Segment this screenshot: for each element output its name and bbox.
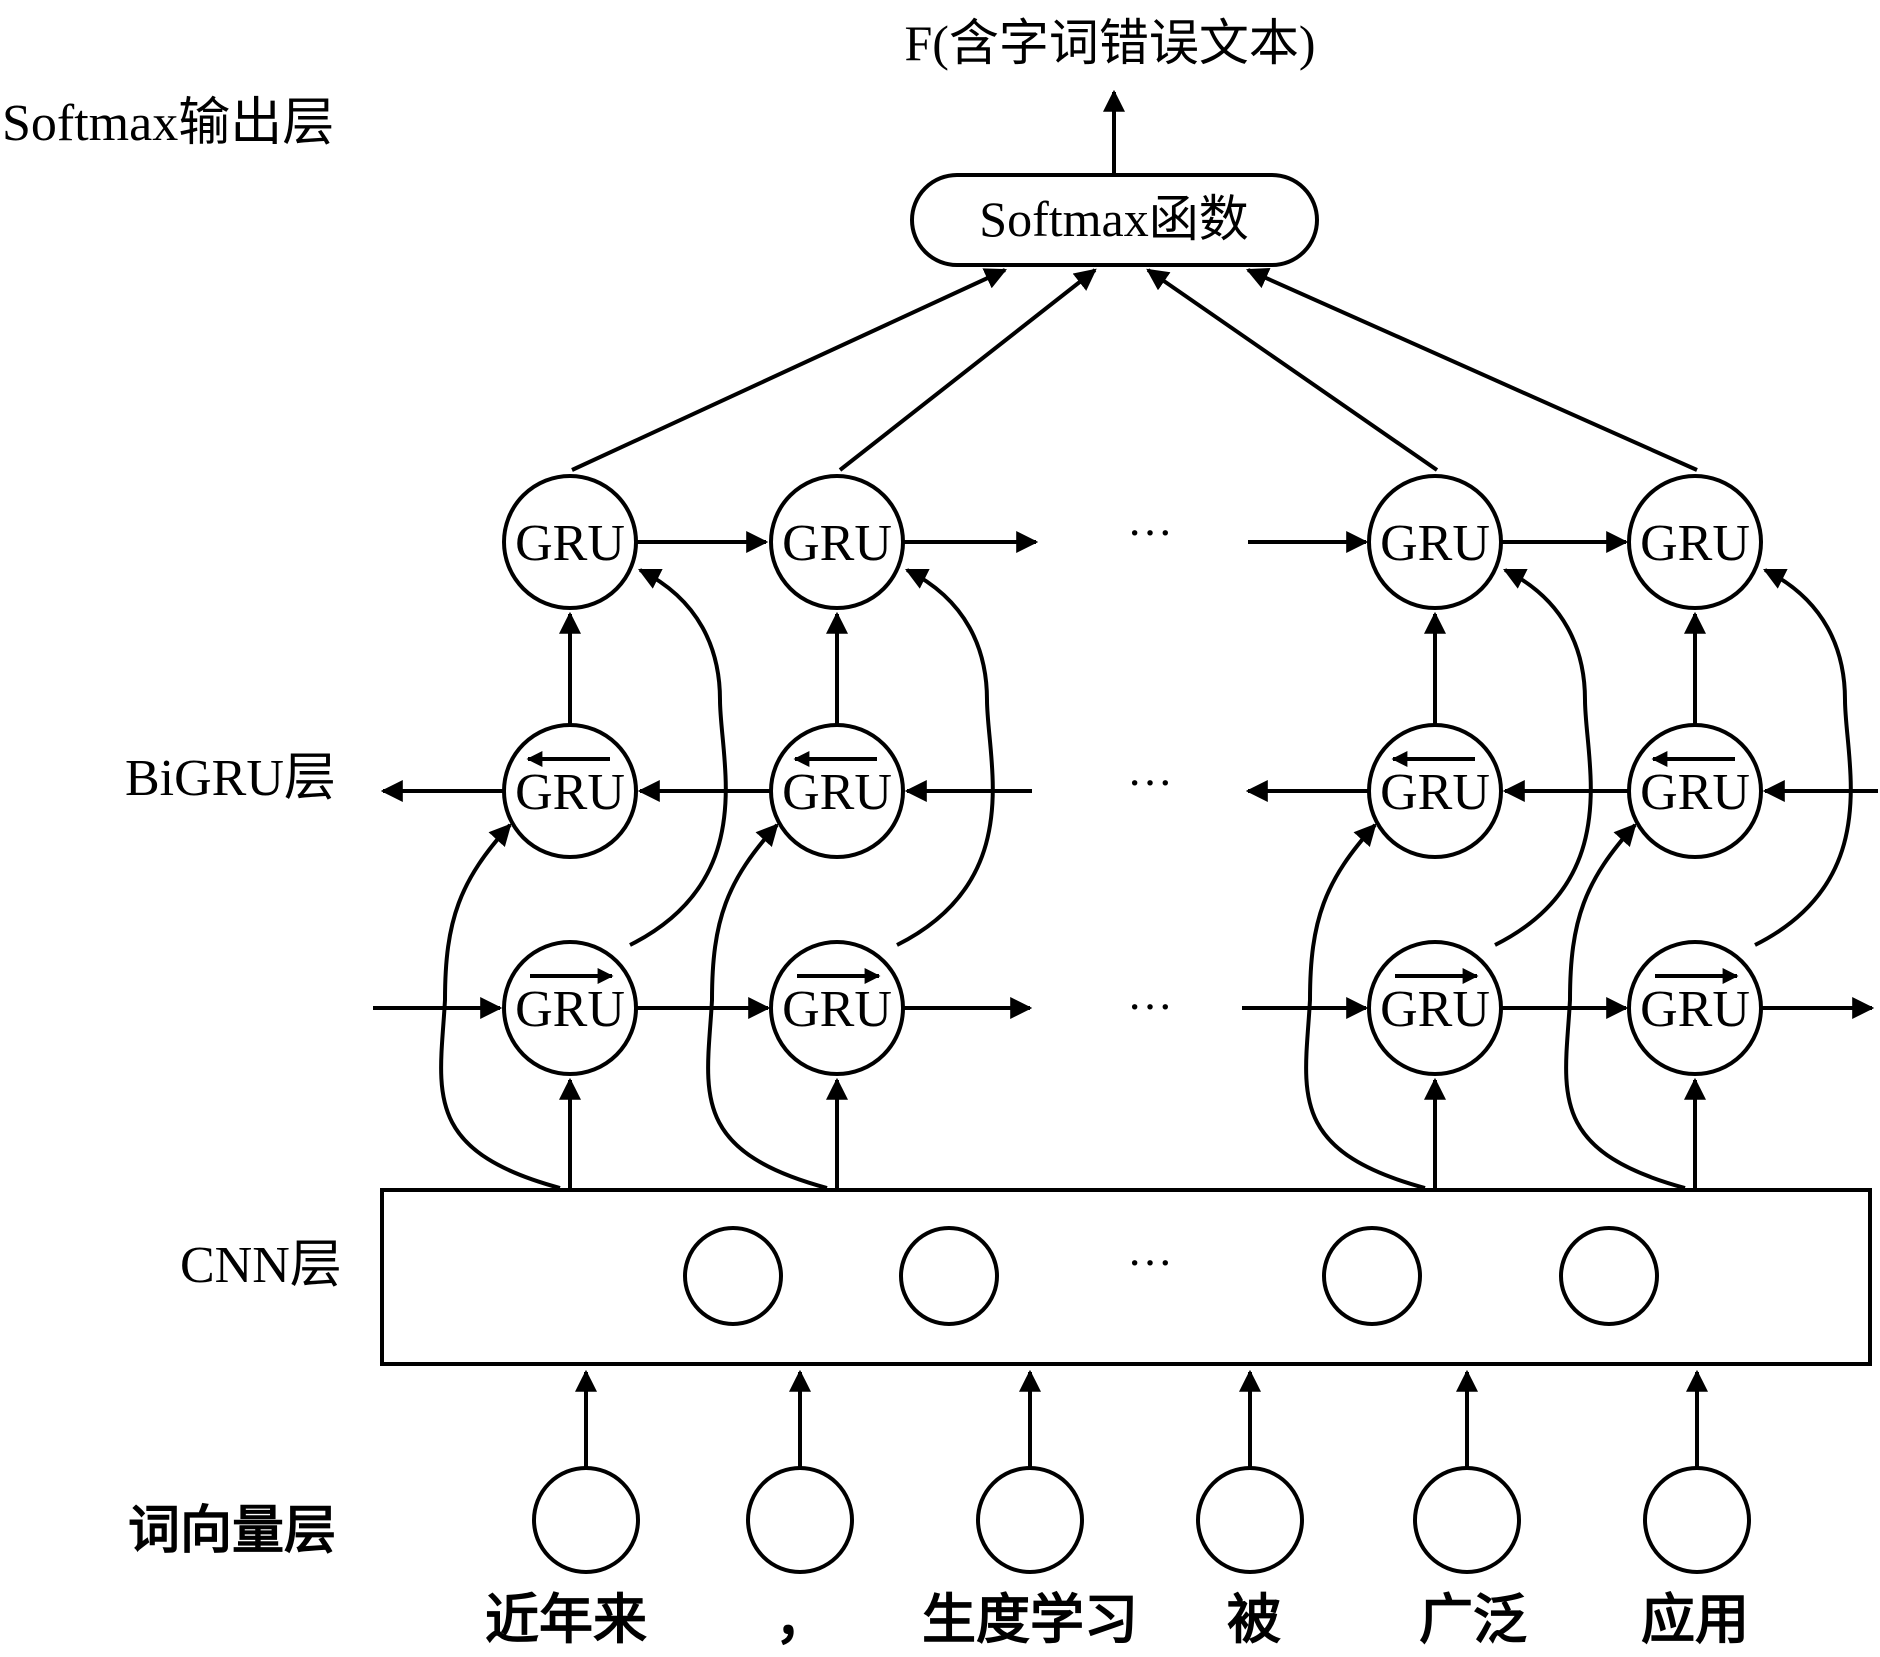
- forward-to-top-curve-1: [629, 568, 728, 947]
- input-word-1: 近年来: [485, 1587, 647, 1651]
- input-word-2: ，: [775, 1587, 829, 1651]
- output-label: F(含字词错误文本): [904, 15, 1315, 71]
- top-gru-label-3: GRU: [1380, 515, 1490, 572]
- forward-gru-node-1: GRU: [502, 940, 638, 1076]
- forward-to-top-curve-3: [1494, 568, 1593, 947]
- cnn-to-backward-curve-3: [1304, 823, 1426, 1190]
- top-gru-circle-1: [502, 474, 638, 610]
- forward-to-top-curve-2: [896, 568, 995, 947]
- nodes: GRU GRU GRU GRU GRU GRU GRU GRU GRU GRU GRU GRU: [502, 474, 1763, 1574]
- forward-to-top-curve-4: [1754, 568, 1853, 947]
- input-word-4: 被: [1227, 1587, 1281, 1651]
- softmax-function-box: [910, 173, 1319, 267]
- ellipsis-backward-row: ···: [1127, 757, 1173, 808]
- forward-gru-label-2: GRU: [782, 981, 892, 1038]
- word-vector-circle-1: [532, 1466, 640, 1574]
- top-gru-node-2: GRU: [769, 474, 905, 610]
- backward-gru-label-2: GRU: [782, 764, 892, 821]
- gru-to-softmax-arrow-4: [1245, 268, 1698, 472]
- word-vector-circle-5: [1413, 1466, 1521, 1574]
- cnn-unit-circle-3: [1322, 1226, 1422, 1326]
- input-word-3: 生度学习: [922, 1587, 1138, 1651]
- top-gru-node-1: GRU: [502, 474, 638, 610]
- ellipsis-forward-row: ···: [1127, 981, 1173, 1032]
- top-gru-node-3: GRU: [1367, 474, 1503, 610]
- cnn-unit-circle-1: [683, 1226, 783, 1326]
- top-gru-label-2: GRU: [782, 515, 892, 572]
- gru-to-softmax-arrow-3: [1146, 268, 1439, 472]
- ellipsis-cnn-row: ···: [1127, 1237, 1173, 1288]
- cnn-layer-label: CNN层: [180, 1237, 342, 1294]
- edges: [373, 89, 1878, 1468]
- cnn-unit-circle-2: [899, 1226, 999, 1326]
- cnn-unit-circle-4: [1559, 1226, 1659, 1326]
- cnn-to-backward-curve-1: [439, 823, 561, 1190]
- backward-gru-label-4: GRU: [1640, 764, 1750, 821]
- top-gru-label-1: GRU: [515, 515, 625, 572]
- top-gru-label-4: GRU: [1640, 515, 1750, 572]
- backward-gru-label-3: GRU: [1380, 764, 1490, 821]
- forward-gru-label-3: GRU: [1380, 981, 1490, 1038]
- ellipsis-top-row: ···: [1127, 507, 1173, 558]
- top-gru-circle-3: [1367, 474, 1503, 610]
- forward-gru-label-1: GRU: [515, 981, 625, 1038]
- softmax-function-label: Softmax函数: [979, 191, 1248, 247]
- gru-to-softmax-arrow-2: [838, 268, 1097, 472]
- forward-gru-node-2: GRU: [769, 940, 905, 1076]
- backward-gru-node-1: GRU: [502, 723, 638, 859]
- input-word-6: 应用: [1641, 1587, 1749, 1651]
- top-gru-circle-2: [769, 474, 905, 610]
- top-gru-node-4: GRU: [1627, 474, 1763, 610]
- input-word-5: 广泛: [1419, 1587, 1527, 1651]
- backward-gru-node-3: GRU: [1367, 723, 1503, 859]
- word-vector-layer-label: 词向量层: [128, 1500, 336, 1561]
- bigru-layer-label: BiGRU层: [125, 750, 336, 807]
- backward-gru-node-4: GRU: [1627, 723, 1763, 859]
- cnn-layer-box: [380, 1188, 1872, 1366]
- forward-gru-node-4: GRU: [1627, 940, 1763, 1076]
- word-vector-circle-3: [976, 1466, 1084, 1574]
- backward-gru-node-2: GRU: [769, 723, 905, 859]
- word-vector-circle-4: [1196, 1466, 1304, 1574]
- gru-to-softmax-arrow-1: [571, 268, 1007, 472]
- top-gru-circle-4: [1627, 474, 1763, 610]
- word-vector-circle-2: [746, 1466, 854, 1574]
- softmax-output-layer-label: Softmax输出层: [2, 95, 334, 152]
- forward-gru-node-3: GRU: [1367, 940, 1503, 1076]
- forward-gru-label-4: GRU: [1640, 981, 1750, 1038]
- cnn-to-backward-curve-2: [706, 823, 828, 1190]
- backward-gru-label-1: GRU: [515, 764, 625, 821]
- cnn-to-backward-curve-4: [1564, 823, 1686, 1190]
- word-vector-circle-6: [1643, 1466, 1751, 1574]
